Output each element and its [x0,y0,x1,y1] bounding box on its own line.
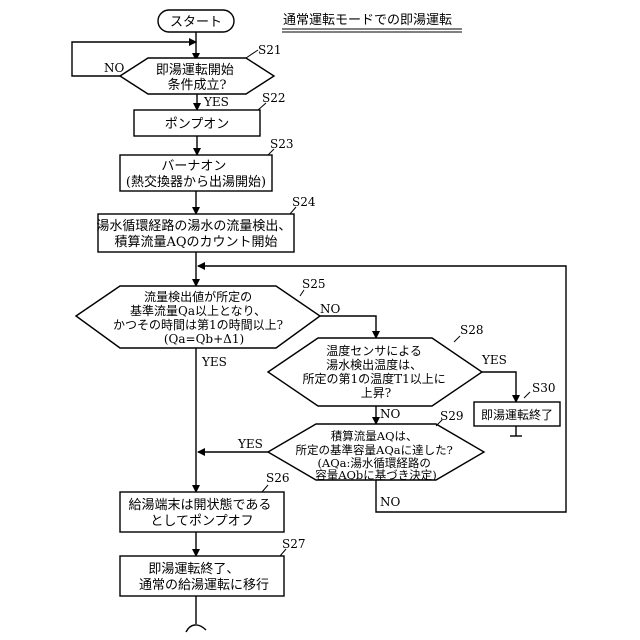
step-id-s26: S26 [266,471,290,485]
connector-s25-no [320,316,376,338]
s21-yes-label: YES [203,95,229,109]
step-id-s29: S29 [440,409,464,423]
step-id-s30: S30 [532,381,556,395]
s25-no-label: NO [320,302,341,316]
s22-text: ポンプオン [165,117,230,132]
continuation-break [186,625,206,632]
s29-no-label: NO [380,495,401,509]
leader-s28 [454,336,460,342]
s21-text: 即湯運転開始 条件成立? [156,63,238,93]
start-label: スタート [170,15,222,30]
leader-s30 [524,392,530,398]
s28-no-label: NO [380,407,401,421]
s28-yes-label: YES [481,353,507,367]
step-id-s25: S25 [302,277,326,291]
s29-yes-label: YES [237,437,263,451]
step-id-s28: S28 [460,323,484,337]
s21-no-label: NO [104,61,125,75]
step-id-s21: S21 [258,43,282,57]
leader-s21 [246,50,258,58]
diagram-title: 通常運転モードでの即湯運転 [283,13,452,28]
leader-s26 [262,485,268,492]
s25-yes-label: YES [201,355,227,369]
connector-s28-yes [482,372,516,402]
s30-text: 即湯運転終了 [481,407,553,422]
